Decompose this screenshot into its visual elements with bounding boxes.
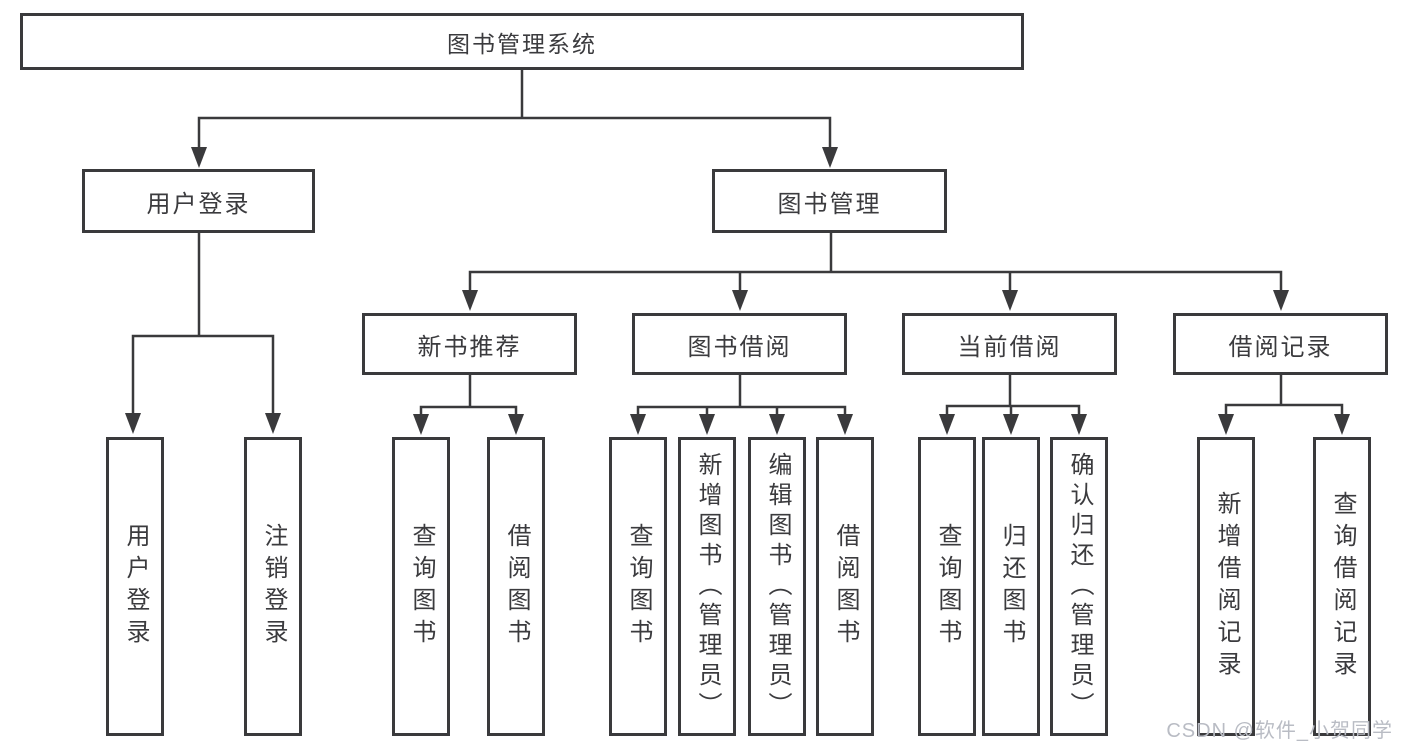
node-borrow-record-label: 借阅记录 [1228, 333, 1333, 361]
leaf-add-borrow-record: 新增借阅记录 [1197, 437, 1255, 736]
leaf-return-book: 归还图书 [982, 437, 1040, 736]
node-current-borrow: 当前借阅 [902, 313, 1117, 375]
leaf-confirm-return-admin: 确认归还（管理员） [1050, 437, 1108, 736]
node-root: 图书管理系统 [20, 13, 1024, 70]
edge-new-book-to-leaves [419, 373, 518, 419]
node-user-login: 用户登录 [82, 169, 315, 233]
arrowheads [125, 147, 1350, 435]
edge-root-to-level2 [197, 68, 832, 152]
leaf-borrow-book-2: 借阅图书 [816, 437, 874, 736]
node-user-login-label: 用户登录 [146, 190, 251, 218]
edge-book-management-to-level3 [468, 231, 1283, 295]
leaf-query-book-3: 查询图书 [918, 437, 976, 736]
node-book-borrow: 图书借阅 [632, 313, 847, 375]
edge-borrow-record-to-leaves [1224, 373, 1344, 419]
leaf-logout: 注销登录 [244, 437, 302, 736]
leaf-add-book-admin: 新增图书（管理员） [678, 437, 736, 736]
node-new-book-recommend-label: 新书推荐 [417, 333, 522, 361]
leaf-query-book-1: 查询图书 [392, 437, 450, 736]
leaf-user-login: 用户登录 [106, 437, 164, 736]
leaf-borrow-book-1: 借阅图书 [487, 437, 545, 736]
edge-book-borrow-to-leaves [636, 373, 847, 419]
node-book-management: 图书管理 [712, 169, 947, 233]
node-book-borrow-label: 图书借阅 [687, 333, 792, 361]
watermark: CSDN @软件_小贺同学 [1166, 720, 1393, 742]
node-root-label: 图书管理系统 [447, 30, 597, 57]
node-borrow-record: 借阅记录 [1173, 313, 1388, 375]
leaf-edit-book-admin: 编辑图书（管理员） [748, 437, 806, 736]
node-new-book-recommend: 新书推荐 [362, 313, 577, 375]
node-current-borrow-label: 当前借阅 [957, 333, 1062, 361]
leaf-query-borrow-record: 查询借阅记录 [1313, 437, 1371, 736]
edge-user-login-to-leaves [131, 231, 275, 418]
edge-current-borrow-to-leaves [945, 373, 1081, 419]
node-book-management-label: 图书管理 [777, 190, 882, 218]
leaf-query-book-2: 查询图书 [609, 437, 667, 736]
